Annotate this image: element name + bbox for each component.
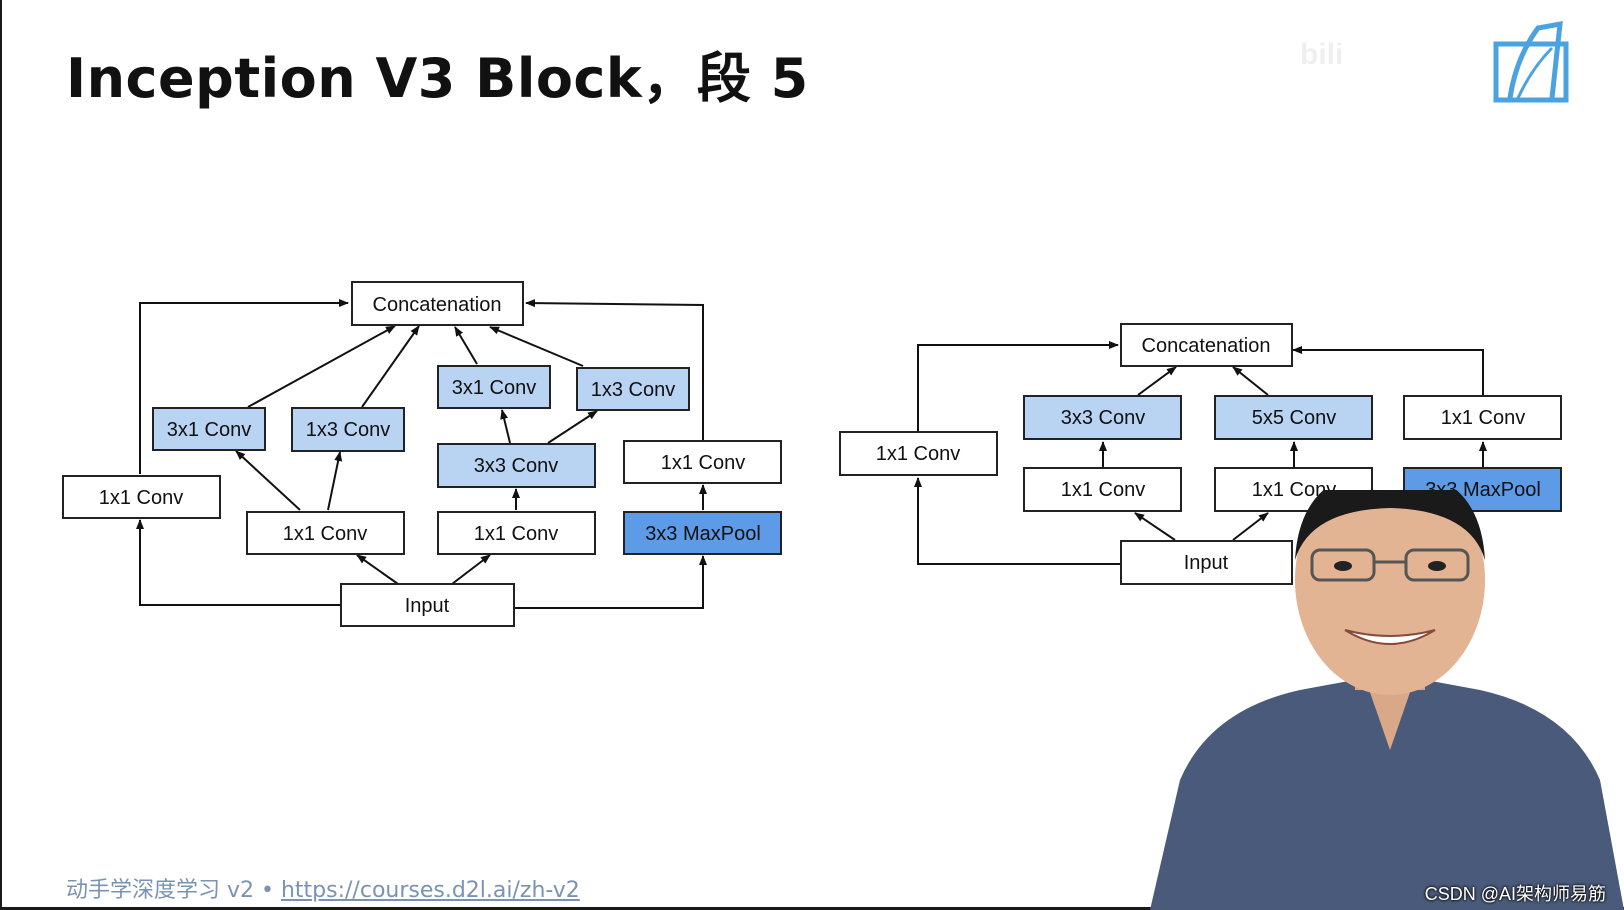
- left-diagram-connectors: [136, 299, 707, 609]
- presenter-hair: [1295, 490, 1485, 560]
- d2l-logo-icon: [1493, 20, 1569, 103]
- presenter-face: [1295, 490, 1485, 695]
- right-branch2-3x3-box: 3x3 Conv: [1023, 395, 1182, 440]
- slide-footer: 动手学深度学习 v2 • https://courses.d2l.ai/zh-v…: [66, 872, 580, 904]
- left-branch1-1x1-box: 1x1 Conv: [62, 475, 221, 519]
- left-branch1-1x1-label: 1x1 Conv: [99, 487, 184, 509]
- right-branch3-base-label: 1x1 Conv: [1252, 479, 1337, 501]
- frame-border-left: [0, 0, 2, 910]
- right-concat-label: Concatenation: [1142, 335, 1271, 357]
- csdn-watermark: CSDN @AI架构师易筋: [1424, 884, 1606, 904]
- left-branch3-3x1-label: 3x1 Conv: [452, 377, 537, 399]
- left-input-box: Input: [340, 583, 515, 627]
- left-branch3-3x3-label: 3x3 Conv: [474, 455, 559, 477]
- left-branch3-base-box: 1x1 Conv: [437, 511, 596, 555]
- right-branch1-1x1-box: 1x1 Conv: [839, 431, 998, 476]
- left-branch4-1x1-box: 1x1 Conv: [623, 440, 782, 484]
- left-branch4-maxpool-label: 3x3 MaxPool: [645, 523, 761, 545]
- footer-link[interactable]: https://courses.d2l.ai/zh-v2: [280, 878, 580, 903]
- presenter-smile: [1344, 629, 1436, 645]
- slide-title: Inception V3 Block，段 5: [66, 47, 809, 110]
- left-concat-label: Concatenation: [373, 294, 502, 316]
- right-input-box: Input: [1120, 540, 1293, 585]
- right-diagram-connectors: [914, 341, 1487, 565]
- right-branch2-base-box: 1x1 Conv: [1023, 467, 1182, 512]
- bilibili-ghost-watermark: bili: [1300, 38, 1344, 71]
- footer-text: 动手学深度学习 v2 •: [66, 878, 281, 903]
- frame-border-bottom: [0, 907, 1624, 910]
- right-concat-box: Concatenation: [1120, 323, 1293, 367]
- right-input-label: Input: [1184, 552, 1229, 574]
- left-branch3-1x3-box: 1x3 Conv: [576, 367, 690, 411]
- right-branch4-1x1-box: 1x1 Conv: [1403, 395, 1562, 440]
- left-input-label: Input: [405, 595, 450, 617]
- presenter-neck: [1365, 678, 1415, 750]
- right-branch2-3x3-label: 3x3 Conv: [1061, 407, 1146, 429]
- left-branch2-1x3-box: 1x3 Conv: [291, 407, 405, 452]
- left-branch2-3x1-box: 3x1 Conv: [152, 407, 266, 451]
- left-branch3-3x3-box: 3x3 Conv: [437, 443, 596, 488]
- left-branch4-1x1-label: 1x1 Conv: [661, 452, 746, 474]
- left-branch3-3x1-box: 3x1 Conv: [437, 365, 551, 409]
- right-branch2-base-label: 1x1 Conv: [1061, 479, 1146, 501]
- right-branch3-5x5-box: 5x5 Conv: [1214, 395, 1373, 440]
- left-branch2-base-label: 1x1 Conv: [283, 523, 368, 545]
- left-branch2-3x1-label: 3x1 Conv: [167, 419, 252, 441]
- left-branch3-1x3-label: 1x3 Conv: [591, 379, 676, 401]
- left-branch2-1x3-label: 1x3 Conv: [306, 419, 391, 441]
- right-branch1-1x1-label: 1x1 Conv: [876, 443, 961, 465]
- presenter-shirt: [1150, 678, 1624, 910]
- left-branch4-maxpool-box: 3x3 MaxPool: [623, 511, 782, 555]
- glasses-icon: [1310, 548, 1470, 582]
- presenter-video-overlay: [1150, 490, 1624, 910]
- right-branch4-1x1-label: 1x1 Conv: [1441, 407, 1526, 429]
- left-branch2-base-box: 1x1 Conv: [246, 511, 405, 555]
- right-branch3-5x5-label: 5x5 Conv: [1252, 407, 1337, 429]
- left-branch3-base-label: 1x1 Conv: [474, 523, 559, 545]
- left-concat-box: Concatenation: [351, 281, 524, 326]
